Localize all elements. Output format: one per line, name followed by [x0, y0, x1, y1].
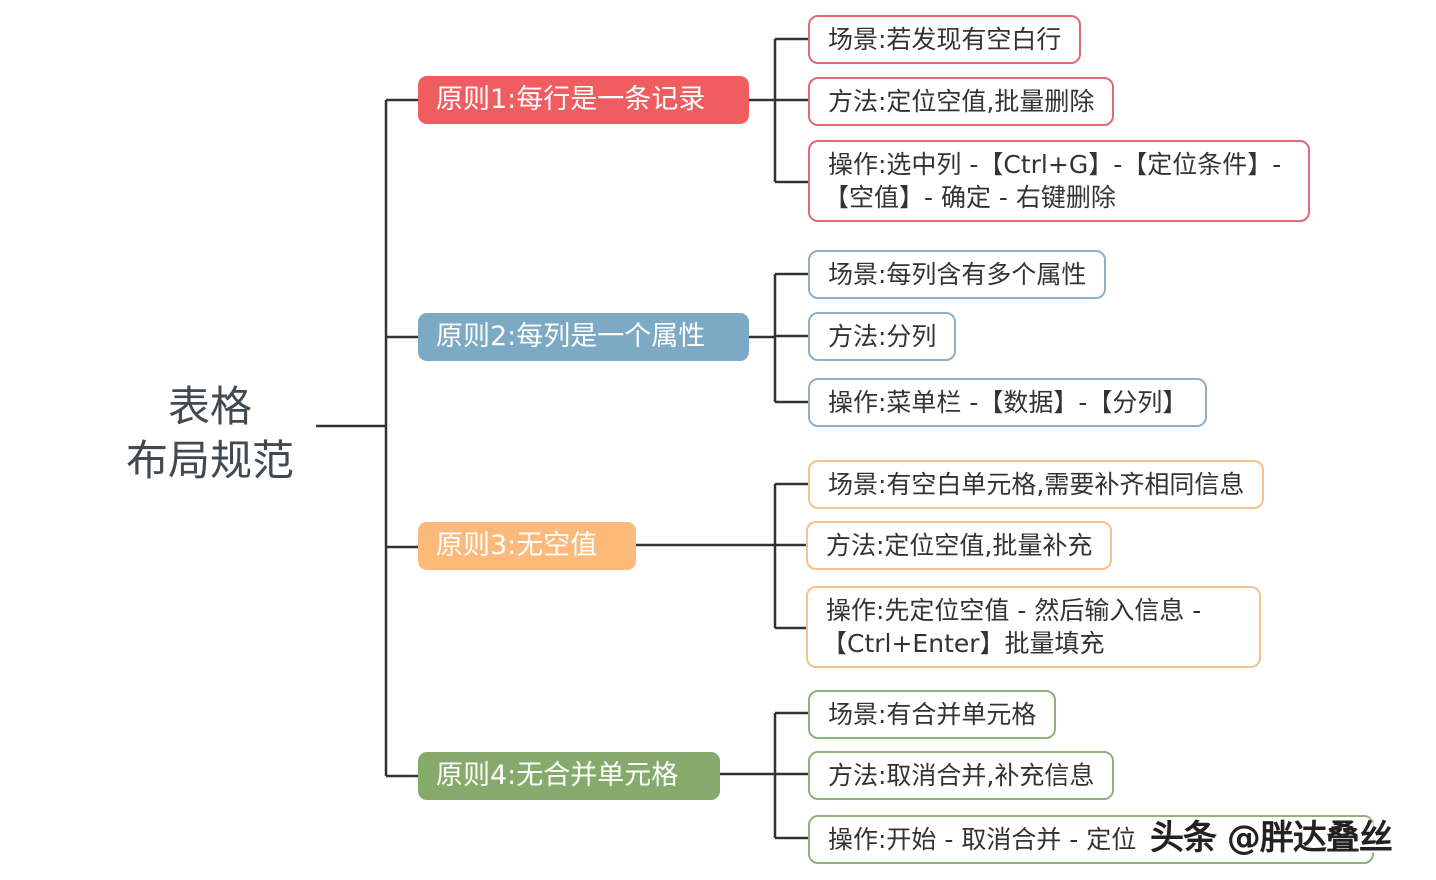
principle-2-operation[interactable]: 操作:菜单栏 -【数据】-【分列】 [808, 378, 1208, 427]
principle-1-operation-line1: 操作:选中列 -【Ctrl+G】-【定位条件】- [828, 150, 1282, 179]
principle-2-scene[interactable]: 场景:每列含有多个属性 [808, 250, 1107, 299]
watermark: 头条 @胖达叠丝 [1150, 818, 1393, 858]
principle-4-node[interactable]: 原则4:无合并单元格 [418, 752, 720, 800]
principle-3-scene[interactable]: 场景:有空白单元格,需要补齐相同信息 [808, 460, 1265, 509]
principle-2-node[interactable]: 原则2:每列是一个属性 [418, 313, 749, 361]
connector-p2-branch [749, 272, 808, 404]
connector-p4-branch [720, 711, 808, 840]
principle-1-method[interactable]: 方法:定位空值,批量删除 [808, 77, 1115, 126]
root-node[interactable]: 表格 布局规范 [110, 380, 310, 488]
principle-3-operation-line2: 【Ctrl+Enter】批量填充 [822, 629, 1105, 658]
principle-1-operation[interactable]: 操作:选中列 -【Ctrl+G】-【定位条件】- 【空值】- 确定 - 右键删除 [808, 140, 1310, 222]
principle-3-operation[interactable]: 操作:先定位空值 - 然后输入信息 - 【Ctrl+Enter】批量填充 [806, 586, 1261, 668]
principle-1-node[interactable]: 原则1:每行是一条记录 [418, 76, 749, 124]
connector-p3-branch [636, 482, 808, 630]
principle-2-method[interactable]: 方法:分列 [808, 312, 957, 361]
root-title-line1: 表格 [167, 382, 252, 431]
connector-p1-branch [749, 37, 808, 184]
principle-3-node[interactable]: 原则3:无空值 [418, 522, 636, 570]
principle-4-method[interactable]: 方法:取消合并,补充信息 [808, 751, 1115, 800]
principle-3-operation-line1: 操作:先定位空值 - 然后输入信息 - [826, 596, 1202, 625]
principle-4-operation[interactable]: 操作:开始 - 取消合并 - 定位 [808, 815, 1374, 864]
principle-1-operation-line2: 【空值】- 确定 - 右键删除 [824, 183, 1116, 212]
principle-4-scene[interactable]: 场景:有合并单元格 [808, 690, 1057, 739]
principle-1-scene[interactable]: 场景:若发现有空白行 [808, 15, 1082, 64]
principle-3-method[interactable]: 方法:定位空值,批量补充 [806, 521, 1113, 570]
root-title-line2: 布局规范 [125, 436, 294, 485]
